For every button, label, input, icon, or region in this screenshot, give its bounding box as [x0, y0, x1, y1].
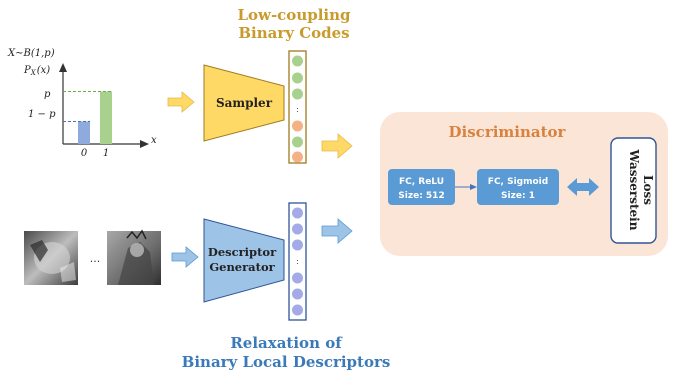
- sampler-block: [203, 64, 285, 142]
- arrow-patches-to-generator: [171, 246, 199, 268]
- arrow-plot-to-sampler: [167, 91, 195, 113]
- top-title-line2: Binary Codes: [238, 24, 349, 42]
- generator-label-line1: Descriptor: [208, 245, 277, 259]
- loss-line2: Loss: [641, 175, 655, 205]
- fc-sigmoid-line1: FC, Sigmoid: [488, 177, 548, 187]
- distribution-y-label: PX(x): [23, 65, 50, 77]
- code-dot-green: [292, 88, 303, 100]
- descriptor-generator-block: [203, 218, 285, 303]
- image-patch-2: [107, 229, 161, 285]
- y-axis-arrow: [59, 63, 67, 72]
- code-dot-orange: [292, 120, 303, 132]
- y-label-arg: (x): [37, 65, 51, 76]
- arrow-descriptors-to-discriminator: [321, 218, 353, 244]
- top-title-line1: Low-coupling: [237, 6, 351, 24]
- sampler-label: Sampler: [216, 96, 273, 110]
- fc-relu-block: [388, 169, 455, 205]
- tick-1-minus-p: 1 − p: [28, 109, 56, 120]
- distribution-bars: [63, 91, 112, 144]
- code-dot-green: [292, 72, 303, 84]
- distribution-formula: X∼B(1,p): [7, 48, 55, 59]
- bottom-title-line1: Relaxation of: [230, 334, 343, 352]
- fc-connector-head: [470, 184, 477, 190]
- y-label-p: P: [23, 65, 31, 76]
- tick-0: 0: [81, 148, 88, 159]
- code-dot-orange: [292, 151, 303, 163]
- generator-label-line2: Generator: [209, 260, 275, 274]
- descriptor-dot: [292, 288, 303, 300]
- x-axis-arrow: [140, 140, 149, 148]
- descriptor-ellipsis: :: [296, 257, 299, 266]
- tick-p: p: [44, 89, 51, 100]
- descriptor-dot: [292, 239, 303, 251]
- fc-sigmoid-line2: Size: 1: [501, 191, 535, 201]
- descriptor-dot: [292, 223, 303, 235]
- code-ellipsis: :: [296, 105, 299, 114]
- discriminator-title: Discriminator: [449, 123, 567, 141]
- bottom-title-line2: Binary Local Descriptors: [182, 353, 391, 371]
- loss-line1: Wasserstein: [627, 149, 641, 231]
- tick-1: 1: [103, 148, 109, 159]
- image-patch-1: [24, 231, 78, 285]
- bar-outcome-1: [100, 91, 112, 144]
- bar-outcome-0: [78, 121, 90, 144]
- code-dot-green: [292, 55, 303, 67]
- y-label-sub: X: [30, 69, 37, 77]
- arrow-codes-to-discriminator: [321, 133, 353, 159]
- fc-sigmoid-block: [477, 169, 559, 205]
- descriptor-dot: [292, 207, 303, 219]
- fc-relu-line2: Size: 512: [398, 191, 444, 201]
- fc-relu-line1: FC, ReLU: [399, 177, 444, 187]
- descriptor-dot: [292, 304, 303, 316]
- image-ellipsis: ...: [90, 252, 101, 265]
- code-dot-green: [292, 136, 303, 148]
- descriptor-dot: [292, 272, 303, 284]
- x-axis-label: x: [151, 135, 157, 146]
- double-arrow: [567, 178, 599, 196]
- wasserstein-loss-block: [610, 137, 657, 244]
